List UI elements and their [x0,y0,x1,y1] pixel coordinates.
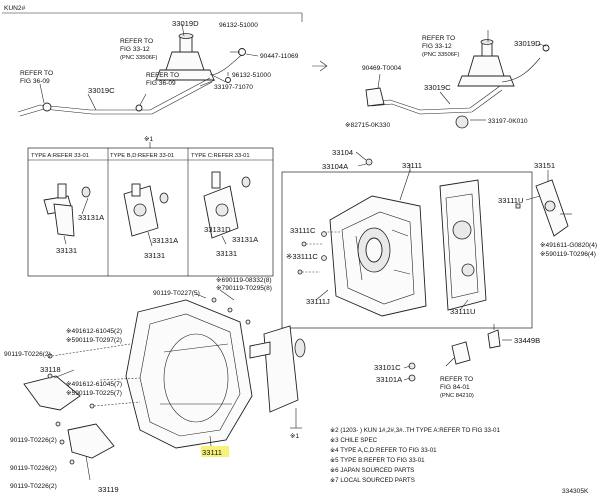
lower-small-parts [403,324,512,382]
label-90119-T0226-b: 90119-T0226(2) [10,437,57,444]
label-refer-33-12-a: REFER TO [120,38,153,45]
label-33131A-3: 33131A [232,235,259,244]
label-33104: 33104 [332,148,353,157]
label-82715-0K330: ※82715-0K330 [345,122,390,129]
note-4: ※5 TYPE B:REFER TO FIG 33-01 [330,457,425,464]
label-type-b: TYPE B,D:REFER 33-01 [110,153,174,159]
label-refer-36-09-b2: FIG 36-09 [146,80,176,87]
label-refer-84-01b: FIG 84-01 [440,384,470,391]
note-1: ※2 (1203- ) KUN 1#,2#,3#..TH TYPE A:REFE… [330,427,500,434]
shift-lever-assembly-left [17,23,259,117]
variant-b-shaft [123,183,169,247]
label-refer-36-09-a: REFER TO [20,70,53,77]
direction-arrow [312,60,328,72]
label-33111-top: 33111 [402,161,422,170]
label-refer-36-09-b: REFER TO [146,72,179,79]
label-type-c: TYPE C:REFER 33-01 [191,153,250,159]
label-refer-84-01: REFER TO [440,376,473,383]
model-label: KUN2# [4,5,26,12]
label-33111C-b: ※33111C [286,252,318,261]
variant-a-shaft [43,183,91,245]
label-33019D-a: 33019D [172,19,199,28]
callout-labels: 33019D 96132-51000 90447-11069 96132-510… [4,19,597,495]
label-33118: 33118 [40,365,61,374]
header-bracket: KUN2# [2,5,303,22]
variant-box [27,142,274,277]
label-690119-08332: ※690119-08332(8) [216,277,272,284]
diagram-id: 334305K [562,488,589,495]
note-2: ※3 CHILE SPEC [330,437,378,444]
label-90447-11069: 90447-11069 [260,53,299,60]
label-mark1: ※1 [144,136,154,143]
label-33119: 33119 [98,485,119,494]
label-33111-main: 33111 [202,448,222,457]
label-33104A: 33104A [322,162,349,171]
label-33131-1: 33131 [56,246,77,255]
engine-mount-brackets [23,343,141,481]
label-90119-T0227: 90119-T0227(5) [153,290,200,297]
label-590119-T0297: ※590119-T0297(2) [66,337,122,344]
label-96132-51000-b: 96132-51000 [232,72,271,79]
label-491612-61045-b: ※491612-61045(7) [66,381,122,388]
clutch-housing-33111 [125,289,306,457]
label-33101C: 33101C [374,363,401,372]
label-33449B: 33449B [514,336,540,345]
label-33111C: 33111C [290,226,316,235]
label-refer-33-12-b3: (PNC 33506F) [422,52,459,58]
label-33131D: 33131D [204,225,231,234]
label-mark1-b: ※1 [290,433,300,440]
label-491612-61045-a: ※491612-61045(2) [66,328,122,335]
label-33131A-2: 33131A [152,236,179,245]
label-33131-3: 33131 [216,249,237,258]
label-96132-51000-a: 96132-51000 [219,22,258,29]
variant-c-shaft [203,171,251,245]
label-90119-T0226-a: 90119-T0226(2) [4,351,51,358]
label-type-a: TYPE A:REFER 33-01 [31,153,89,159]
label-790119-T0295: ※790119-T0295(8) [216,285,272,292]
note-5: ※6 JAPAN SOURCED PARTS [330,467,414,474]
label-90469-T0004: 90469-T0004 [362,65,402,72]
label-33151: 33151 [534,161,555,170]
label-33019C-a: 33019C [88,86,115,95]
label-33101A: 33101A [376,375,403,384]
label-33197-71070: 33197-71070 [214,84,253,91]
label-590119-T0225: ※590119-T0225(7) [66,390,122,397]
note-6: ※7 LOCAL SOURCED PARTS [330,477,415,484]
shift-lever-assembly-right [365,30,550,129]
label-33111J: 33111J [306,297,330,306]
label-refer-33-12-b: REFER TO [422,35,455,42]
label-590119-T0296: ※590119-T0296(4) [540,251,596,258]
highlight-33111 [201,446,229,457]
label-33131A-1: 33131A [78,213,105,222]
label-33111U-b: 33111U [450,307,475,316]
label-refer-84-01c: (PNC 84210) [440,393,474,399]
label-33019C-b: 33019C [424,83,451,92]
label-refer-36-09-a2: FIG 36-09 [20,78,50,85]
label-33111U: 33111U [498,196,523,205]
label-refer-33-12-b2: FIG 33-12 [422,43,452,50]
label-90119-T0226-c: 90119-T0226(2) [10,465,57,472]
case-assembly-box [281,151,572,329]
label-33197-0K010: 33197-0K010 [488,118,528,125]
label-33019D-b: 33019D [514,39,541,48]
note-3: ※4 TYPE A,C,D:REFER TO FIG 33-01 [330,447,437,454]
label-90119-T0226-d: 90119-T0226(2) [10,483,57,490]
label-491611-G0820: ※491611-G0820(4) [540,242,597,249]
label-refer-33-12-a2: FIG 33-12 [120,46,150,53]
label-refer-33-12-a3: (PNC 33506F) [120,55,157,61]
label-33131-2: 33131 [144,251,165,260]
